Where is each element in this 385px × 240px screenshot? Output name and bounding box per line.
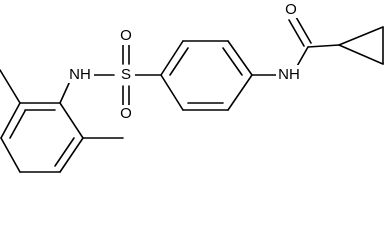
sulfonyl-group xyxy=(91,42,162,108)
bond-r-inner-2 xyxy=(9,110,26,139)
label-bg-o-sulfonyl-bottom xyxy=(118,105,134,123)
bond-nh-aryl2 xyxy=(59,80,71,104)
bond-carbonyl-n xyxy=(295,46,309,69)
cyclopropane-ring xyxy=(338,26,384,65)
bond-r5 xyxy=(0,102,21,139)
bond-c-o-double-a xyxy=(288,19,305,47)
bond-b-inner-2 xyxy=(169,47,189,76)
label-bg-amide-nh xyxy=(276,65,302,83)
bond-b3 xyxy=(160,40,184,76)
bond-r4 xyxy=(0,137,21,173)
label-bg-o-carbonyl xyxy=(283,0,299,18)
label-amide-nh: NH xyxy=(278,66,300,83)
label-sulfonamide-nh: NH xyxy=(69,66,91,83)
bond-b4 xyxy=(160,74,184,111)
bond-b1 xyxy=(227,40,253,76)
dimethylphenyl-ring xyxy=(0,102,84,173)
bond-r2 xyxy=(59,137,84,173)
bond-carbonyl-cp xyxy=(307,44,340,48)
label-o-carbonyl: O xyxy=(285,1,297,18)
label-bg-sulfonamide-nh xyxy=(66,65,94,83)
methyl-groups xyxy=(0,69,124,139)
atom-labels: O NH S O O NH xyxy=(66,0,302,123)
bond-cp-1 xyxy=(338,26,384,46)
bond-r-inner-1 xyxy=(54,137,75,167)
bond-cp-3 xyxy=(338,44,384,65)
bond-methyl-top xyxy=(0,69,21,104)
bond-b6 xyxy=(227,74,253,111)
bond-c-o-double-b xyxy=(295,16,312,44)
label-bg-sulfur xyxy=(115,65,135,85)
central-benzene-ring xyxy=(160,40,253,111)
bond-b-inner-1 xyxy=(222,47,243,76)
amide-group xyxy=(251,16,340,76)
molecule-structure-diagram: O NH S O O NH xyxy=(0,0,384,173)
molecule-svg: O NH S O O NH xyxy=(0,0,384,173)
label-o-sulfonyl-top: O xyxy=(120,27,132,44)
label-bg-o-sulfonyl-top xyxy=(118,27,134,45)
bond-r1 xyxy=(59,102,84,139)
label-o-sulfonyl-bottom: O xyxy=(120,105,132,122)
label-sulfur: S xyxy=(121,66,131,83)
